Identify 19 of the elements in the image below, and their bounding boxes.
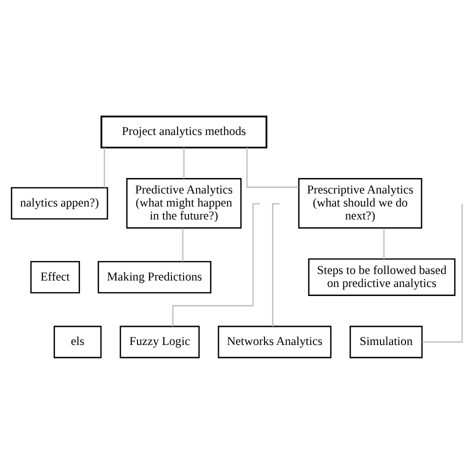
node-box: Prescriptive Analytics (what should we do next?) bbox=[298, 178, 422, 229]
connector bbox=[183, 148, 185, 179]
connector bbox=[272, 203, 280, 326]
node-box: Fuzzy Logic bbox=[120, 326, 200, 358]
connector bbox=[104, 148, 106, 188]
connector bbox=[383, 228, 385, 259]
node-box: Simulation bbox=[350, 326, 423, 358]
connector bbox=[246, 148, 299, 188]
connector bbox=[172, 203, 260, 326]
connector bbox=[182, 228, 184, 262]
node-box: Effect bbox=[30, 260, 80, 294]
node-box: Predictive Analytics (what might happen in the future?) bbox=[126, 178, 242, 229]
connector bbox=[422, 204, 463, 343]
node-box: nalytics appen?) bbox=[10, 187, 108, 220]
node-box: Project analytics methods bbox=[100, 116, 268, 148]
node-box: Making Predictions bbox=[98, 260, 212, 294]
node-box: Steps to be followed based on predictive analytics bbox=[308, 258, 456, 296]
node-box: Networks Analytics bbox=[218, 326, 332, 358]
node-box: els bbox=[54, 326, 102, 358]
